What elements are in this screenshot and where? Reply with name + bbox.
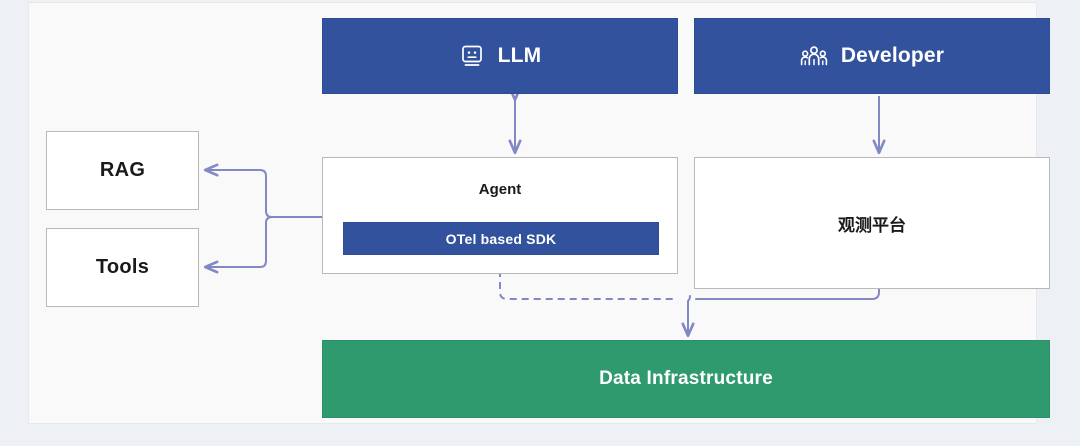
node-observability-platform-label: 观测平台	[838, 215, 906, 235]
node-rag[interactable]: RAG	[46, 131, 199, 210]
node-otel-sdk-label: OTel based SDK	[445, 230, 557, 247]
node-otel-sdk[interactable]: OTel based SDK	[343, 222, 659, 255]
node-data-infrastructure[interactable]: Data Infrastructure	[322, 340, 1050, 418]
node-observability-platform[interactable]: 观测平台	[694, 157, 1050, 289]
node-agent-title-wrap: Agent	[323, 181, 677, 199]
node-agent-label: Agent	[478, 181, 522, 198]
node-developer-content: Developer	[800, 43, 944, 69]
node-llm-content: LLM	[459, 43, 542, 69]
node-rag-label: RAG	[99, 159, 146, 181]
node-tools-label: Tools	[95, 256, 150, 278]
node-agent[interactable]: Agent OTel based SDK	[322, 157, 678, 274]
monitor-face-icon	[459, 43, 485, 69]
node-data-infrastructure-label: Data Infrastructure	[599, 368, 773, 389]
node-tools[interactable]: Tools	[46, 228, 199, 307]
people-group-icon	[800, 43, 828, 69]
node-llm-label: LLM	[497, 44, 542, 67]
node-llm[interactable]: LLM	[322, 18, 678, 94]
node-developer[interactable]: Developer	[694, 18, 1050, 94]
node-developer-label: Developer	[840, 44, 945, 67]
